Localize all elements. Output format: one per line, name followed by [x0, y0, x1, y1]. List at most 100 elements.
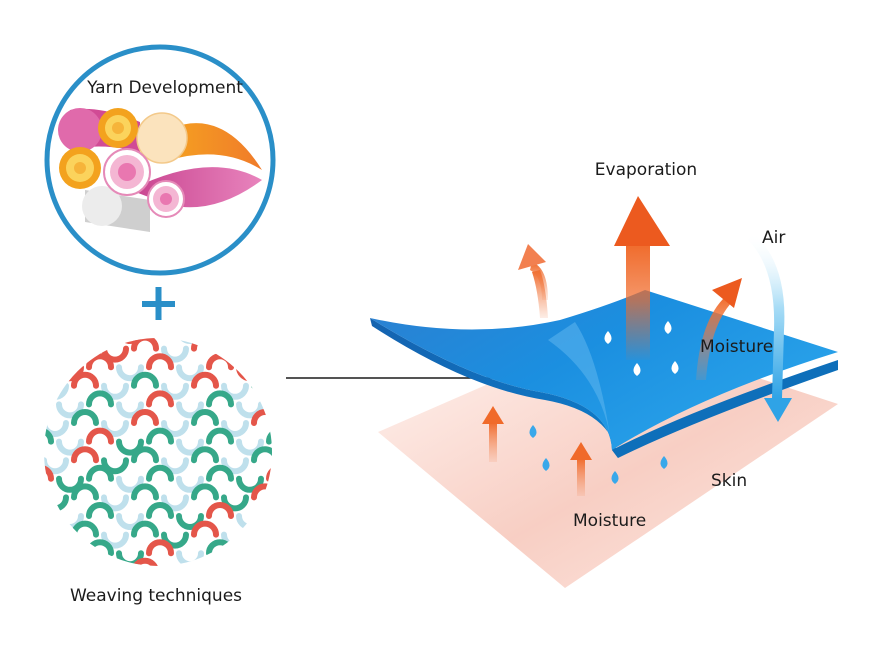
weave-pattern — [44, 319, 291, 583]
weave-loop — [206, 539, 234, 557]
weave-loop — [251, 446, 272, 464]
weave-loop — [71, 409, 99, 426]
weave-loop — [251, 409, 272, 426]
weave-loop — [149, 319, 171, 330]
weave-loop — [221, 345, 249, 363]
weave-loop — [44, 427, 54, 445]
air-arrow — [748, 232, 792, 422]
weave-loop — [71, 520, 99, 538]
yarn-illustration — [58, 108, 262, 232]
weave-loop — [236, 550, 264, 566]
weave-loop — [131, 371, 159, 389]
weave-loop — [146, 464, 174, 482]
weave-loop — [206, 353, 234, 371]
weave-loop — [131, 338, 159, 352]
weave-loop — [191, 371, 219, 389]
weave-loop — [104, 572, 126, 583]
water-drop-icon — [542, 458, 550, 471]
weave-loop — [116, 401, 144, 419]
weave-loop — [56, 550, 84, 566]
moisture-drops — [529, 321, 679, 484]
weave-loop — [101, 420, 129, 437]
skin-layer — [378, 330, 838, 588]
weave-loop — [71, 446, 99, 464]
pink-fiber-center — [103, 148, 151, 196]
weave-loop — [56, 475, 84, 493]
skin-moisture-arrows — [482, 406, 592, 496]
weave-loop — [116, 338, 144, 344]
weave-loop — [266, 539, 272, 557]
weave-loop — [251, 557, 272, 566]
weave-loop — [224, 572, 246, 583]
weave-loop — [44, 390, 54, 408]
weave-loop — [161, 531, 189, 549]
weave-loop — [89, 319, 111, 330]
weave-loop — [164, 572, 186, 583]
weave-loop — [269, 319, 291, 330]
weave-loop — [101, 345, 129, 363]
weave-loop — [116, 364, 144, 382]
weave-loop — [266, 502, 272, 519]
weaving-panel: Weaving techniques — [44, 319, 291, 606]
skin-moisture-label: Moisture — [573, 511, 646, 531]
weave-loop — [266, 353, 272, 371]
weave-loop — [176, 550, 204, 566]
weave-loop — [161, 345, 189, 363]
weave-loop — [161, 420, 189, 437]
weave-loop — [236, 513, 264, 530]
weave-loop — [221, 420, 249, 437]
weave-loop — [209, 319, 231, 330]
weave-loop — [161, 457, 189, 475]
weave-loop — [131, 520, 159, 538]
evaporation-label: Evaporation — [595, 160, 697, 180]
orange-fiber-left — [59, 147, 101, 189]
weave-loop — [56, 438, 84, 456]
weave-loop — [221, 457, 249, 475]
plus-sign — [142, 287, 175, 320]
curved-arrow-left-icon — [518, 244, 548, 318]
weave-loop — [206, 390, 234, 408]
weave-loop — [236, 475, 264, 493]
weave-loop — [86, 539, 114, 557]
weave-loop — [191, 520, 219, 538]
weave-loop — [221, 531, 249, 549]
weave-loop — [101, 531, 129, 549]
weave-loop — [116, 513, 144, 530]
weave-loop — [191, 483, 219, 501]
weave-loop — [176, 401, 204, 419]
weave-loop — [191, 557, 219, 566]
weave-loop — [176, 475, 204, 493]
weave-loop — [131, 446, 159, 464]
weave-loop — [131, 557, 159, 566]
weave-loop — [71, 371, 99, 389]
weave-loop — [44, 464, 54, 482]
orange-fiber-top — [98, 108, 138, 148]
weave-loop — [266, 390, 272, 408]
air-arrowhead-icon — [764, 398, 792, 422]
weave-loop — [116, 438, 144, 456]
air-label: Air — [762, 228, 785, 248]
weave-loop — [44, 457, 69, 475]
weave-loop — [191, 409, 219, 426]
weave-loop — [251, 371, 272, 389]
weave-loop — [266, 427, 272, 445]
weave-loop — [176, 438, 204, 456]
weave-loop — [176, 338, 204, 344]
weave-loop — [251, 483, 272, 501]
weave-loop — [161, 494, 189, 512]
weave-loop — [221, 494, 249, 512]
pink-fiber-bottom — [147, 180, 185, 218]
weave-loop — [101, 457, 129, 475]
up-arrow-icon — [570, 442, 592, 496]
weave-loop — [146, 539, 174, 557]
weave-loop — [251, 520, 272, 538]
weave-loop — [86, 427, 114, 445]
water-drop-icon — [664, 321, 672, 334]
weave-loop — [71, 483, 99, 501]
weave-loop — [44, 531, 69, 549]
weave-loop — [176, 364, 204, 382]
weave-loop — [44, 353, 54, 371]
weave-loop — [56, 401, 84, 419]
weave-loop — [206, 464, 234, 482]
